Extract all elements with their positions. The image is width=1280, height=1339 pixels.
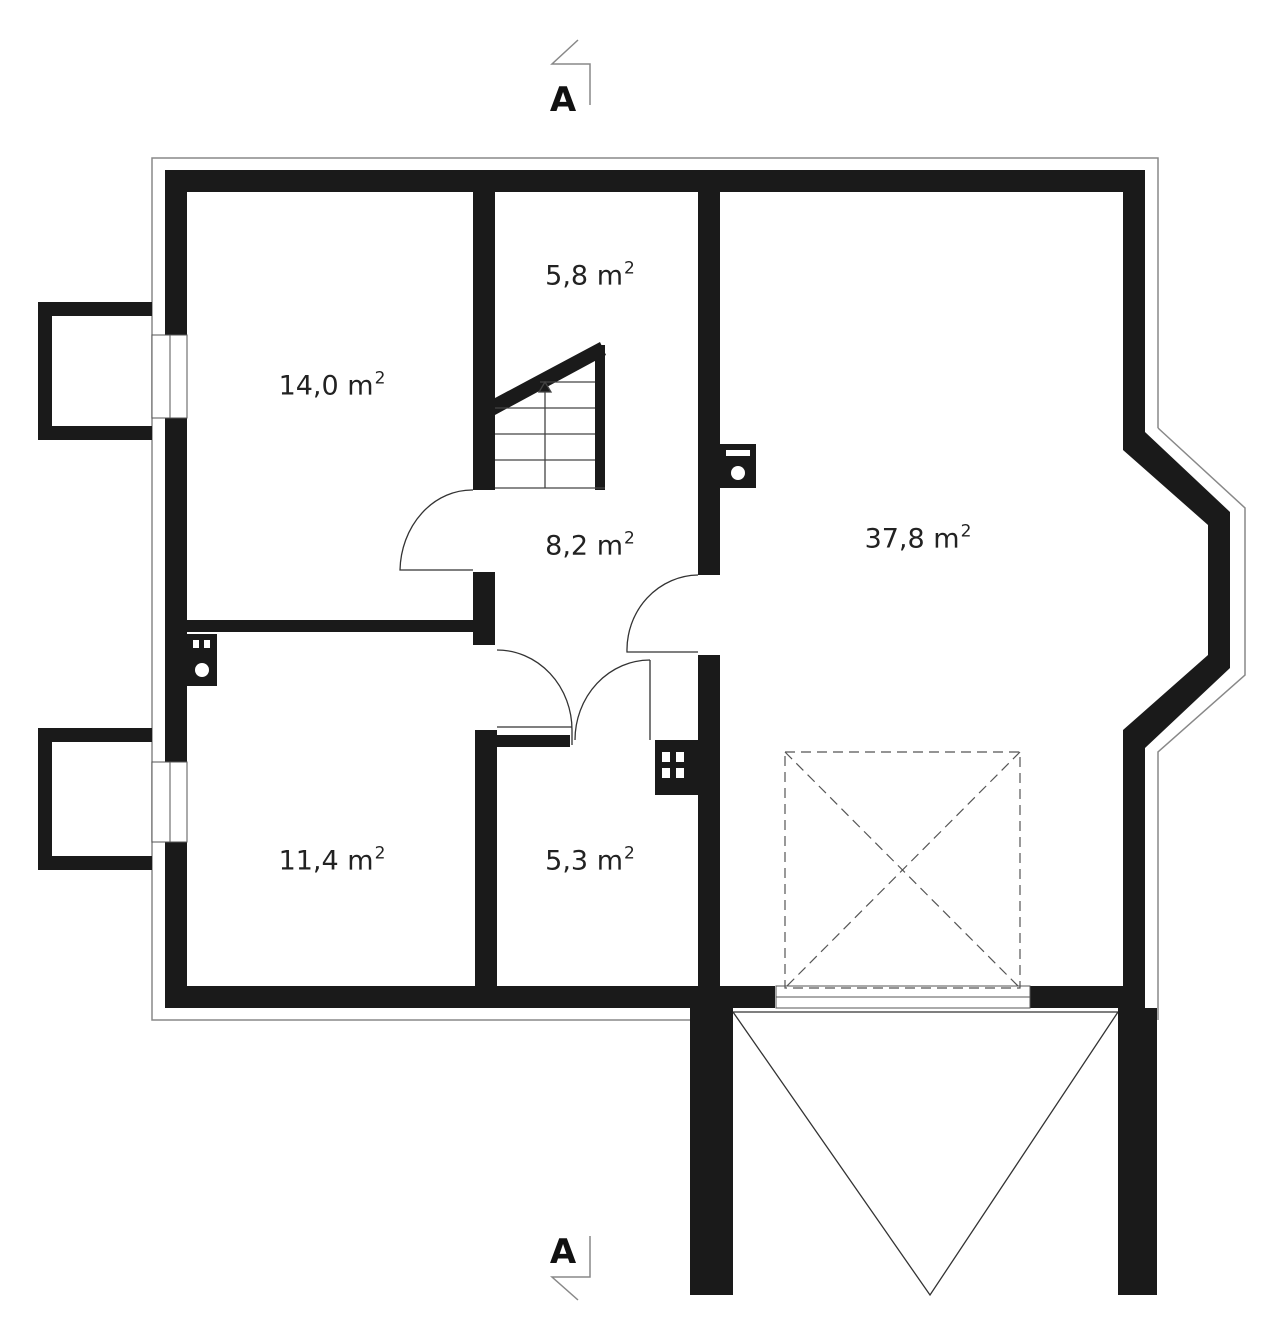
doors xyxy=(399,489,699,745)
section-marker-top: A xyxy=(549,80,577,120)
section-arrow-icon xyxy=(550,39,591,1301)
superscript: 2 xyxy=(624,258,635,279)
walls xyxy=(38,170,1230,1295)
room-area-label: 5,8 m2 xyxy=(545,259,635,292)
garage-door xyxy=(732,1011,1119,1297)
superscript: 2 xyxy=(960,521,972,542)
vent-icon xyxy=(655,740,698,795)
outer-outline xyxy=(151,157,1246,1021)
room-area-label: 5,3 m2 xyxy=(545,844,635,877)
room-area-label: 11,4 m2 xyxy=(279,844,386,877)
superscript: 2 xyxy=(374,843,386,864)
section-marker-bottom: A xyxy=(549,1232,577,1272)
windows xyxy=(151,334,1031,1009)
area-text: 5,8 m xyxy=(545,260,623,292)
ceiling-opening xyxy=(784,751,1021,989)
superscript: 2 xyxy=(624,843,635,864)
area-text: 14,0 m xyxy=(278,370,374,402)
room-area-label: 37,8 m2 xyxy=(865,522,972,555)
superscript: 2 xyxy=(374,368,386,389)
stair-treads xyxy=(495,380,605,489)
superscript: 2 xyxy=(624,528,635,549)
area-text: 8,2 m xyxy=(545,530,623,562)
area-text: 37,8 m xyxy=(864,523,960,555)
vent-icon xyxy=(720,444,756,488)
area-text: 11,4 m xyxy=(278,845,374,877)
room-area-label: 8,2 m2 xyxy=(545,529,635,562)
vent-icon xyxy=(187,634,217,686)
room-area-label: 14,0 m2 xyxy=(279,369,386,402)
area-text: 5,3 m xyxy=(545,845,623,877)
